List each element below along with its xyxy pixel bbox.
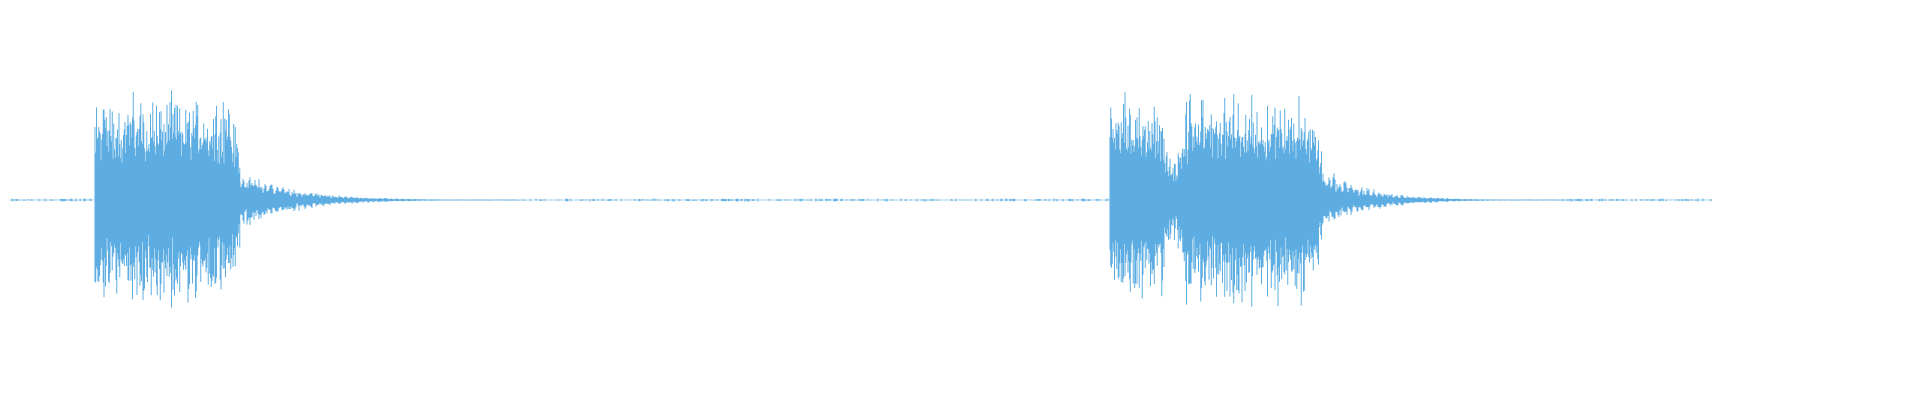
waveform-trace — [9, 90, 1712, 308]
waveform-segment-burst — [94, 90, 241, 308]
waveform-segment-decay — [1321, 173, 1560, 226]
waveform-segment-noise — [9, 198, 95, 202]
waveform-segment-noise — [519, 198, 1110, 202]
waveform-segment-burst — [1109, 92, 1322, 307]
waveform-segment-noise — [1559, 198, 1712, 202]
waveform-segment-decay — [239, 177, 520, 226]
